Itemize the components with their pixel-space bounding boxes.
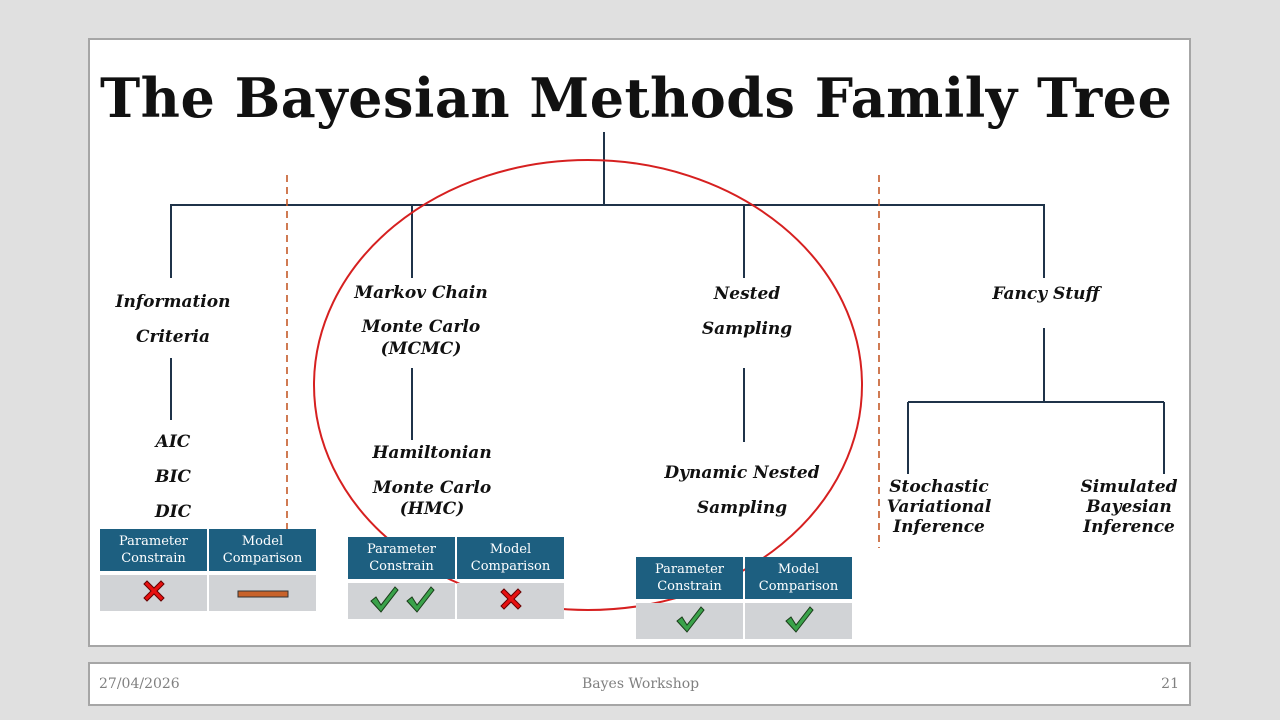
node-sbi-line1: Simulated — [1080, 477, 1178, 497]
node-mcmc-line3: (MCMC) — [380, 339, 462, 359]
node-mcmc-line2: Monte Carlo — [361, 317, 481, 337]
slide-footer: 27/04/2026 Bayes Workshop 21 — [88, 662, 1191, 706]
node-bic: BIC — [155, 467, 191, 487]
check-icon — [405, 584, 435, 618]
highlight-ellipse — [313, 159, 863, 611]
check-icon — [675, 604, 705, 638]
table-nested-cell-model — [745, 603, 852, 639]
node-aic: AIC — [155, 432, 191, 452]
dash-icon — [237, 584, 289, 603]
node-sbi-line3: Inference — [1083, 517, 1175, 537]
node-svi-line1: Stochastic — [889, 477, 989, 497]
node-dic: DIC — [154, 502, 192, 522]
node-sbi-line2: Bayesian — [1086, 497, 1172, 517]
table-nested-cell-param — [636, 603, 743, 639]
node-dynamic-line2: Sampling — [696, 498, 788, 518]
node-nested-line1: Nested — [713, 284, 781, 304]
table-ic-cell-param — [100, 575, 207, 611]
node-svi-line3: Inference — [893, 517, 985, 537]
cross-icon — [497, 585, 525, 617]
node-fancy: Fancy Stuff — [992, 284, 1100, 304]
node-hmc-line3: (HMC) — [399, 499, 465, 519]
node-svi-line2: Variational — [886, 497, 992, 517]
table-hmc-cell-model — [457, 583, 564, 619]
node-hmc-line2: Monte Carlo — [372, 478, 492, 498]
node-criteria: Criteria — [135, 327, 211, 347]
footer-page-number: 21 — [1161, 676, 1179, 692]
table-hmc-cell-param — [348, 583, 455, 619]
table-ic-cell-model — [209, 575, 316, 611]
check-icon — [369, 584, 399, 618]
node-dynamic-line1: Dynamic Nested — [664, 463, 820, 483]
node-hmc-line1: Hamiltonian — [372, 443, 492, 463]
node-nested-line2: Sampling — [701, 319, 793, 339]
footer-date: 27/04/2026 — [99, 676, 180, 692]
node-information: Information — [115, 292, 231, 312]
cross-icon — [140, 577, 168, 609]
check-icon — [784, 604, 814, 638]
slide-title: The Bayesian Methods Family Tree — [100, 66, 1173, 130]
footer-title: Bayes Workshop — [582, 676, 700, 692]
node-mcmc-line1: Markov Chain — [354, 283, 488, 303]
